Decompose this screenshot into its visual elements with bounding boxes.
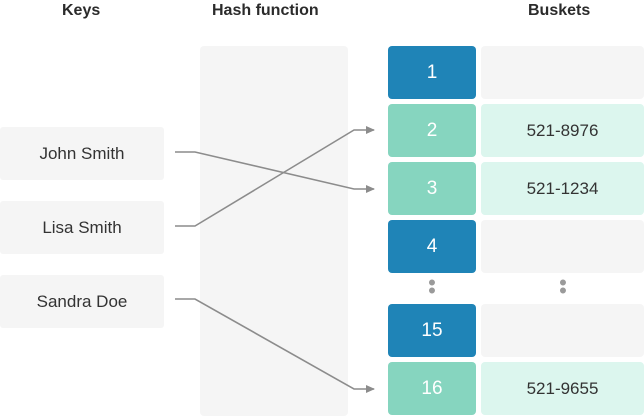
hash-function-header: Hash function [212, 2, 319, 19]
bucket-index-16: 16 [388, 362, 476, 415]
index-ellipsis-icon: •• [428, 270, 436, 303]
bucket-value-1 [481, 46, 644, 99]
bucket-value-16: 521-9655 [481, 362, 644, 415]
bucket-value-15 [481, 304, 644, 357]
bucket-value-4 [481, 220, 644, 273]
key-lisa-smith: Lisa Smith [0, 201, 164, 254]
bucket-index-1: 1 [388, 46, 476, 99]
buckets-header: Buskets [528, 2, 591, 19]
bucket-index-4: 4 [388, 220, 476, 273]
bucket-value-2: 521-8976 [481, 104, 644, 157]
bucket-ellipsis-icon: •• [559, 270, 567, 303]
arrow-john-smith-to-3 [175, 151, 375, 193]
bucket-index-15: 15 [388, 304, 476, 357]
bucket-index-3: 3 [388, 162, 476, 215]
hash-function-panel [200, 46, 348, 416]
key-sandra-doe: Sandra Doe [0, 275, 164, 328]
bucket-value-3: 521-1234 [481, 162, 644, 215]
arrow-sandra-doe-to-16 [175, 298, 375, 393]
bucket-index-2: 2 [388, 104, 476, 157]
keys-header: Keys [62, 2, 101, 19]
key-john-smith: John Smith [0, 127, 164, 180]
arrow-lisa-smith-to-2 [175, 126, 375, 227]
